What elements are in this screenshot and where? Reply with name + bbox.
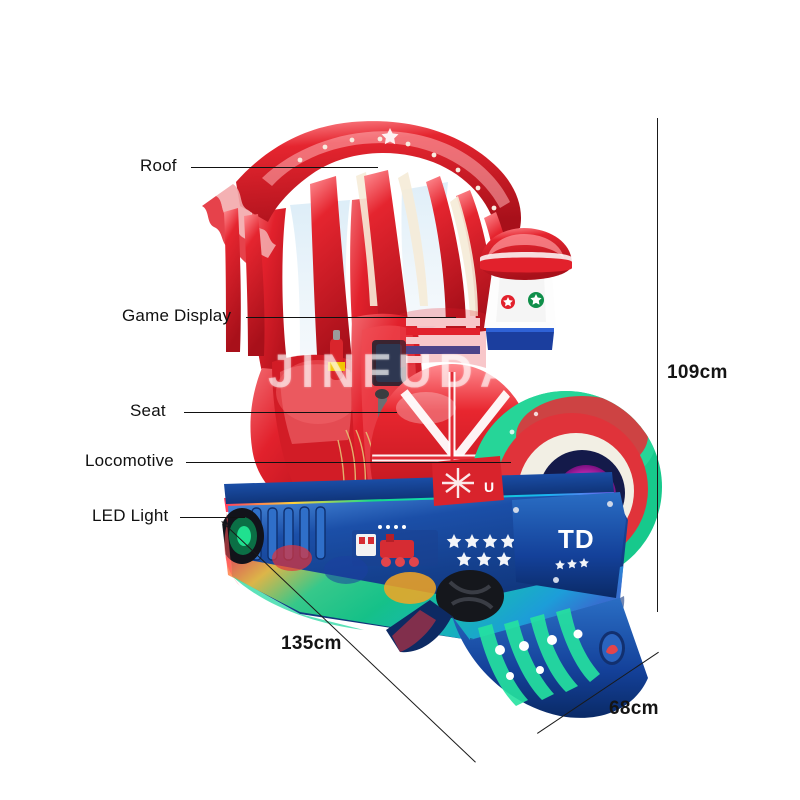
leader-line-seat (184, 412, 397, 413)
watermark-text: JINFUDA (268, 344, 521, 397)
chimney (480, 228, 572, 381)
locomotive-chassis: U TD (220, 456, 628, 640)
roof-canopy (202, 121, 522, 400)
seat-body (250, 330, 367, 512)
callout-label-seat: Seat (130, 401, 166, 420)
leader-line-locomotive (186, 462, 511, 463)
dimension-label-height: 109cm (667, 362, 728, 383)
callout-label-roof: Roof (140, 156, 177, 175)
dimension-line-width (537, 651, 659, 734)
dimension-line-height (657, 118, 658, 612)
callout-label-game-display: Game Display (122, 306, 232, 325)
leader-line-game-display (246, 317, 456, 318)
boiler-stripes (406, 318, 480, 363)
dimension-line-length (221, 521, 476, 763)
dimension-label-length: 135cm (281, 633, 342, 654)
boiler (370, 308, 534, 552)
train-decal (352, 525, 438, 567)
td-decal-text: TD (558, 524, 595, 554)
leader-line-roof (191, 167, 378, 168)
leader-line-led-light (180, 517, 245, 518)
svg-text:U: U (484, 479, 494, 495)
rear-skirt-led (224, 512, 364, 630)
dimension-label-width: 68cm (609, 698, 659, 719)
front-wheel (470, 391, 662, 583)
callout-label-locomotive: Locomotive (85, 451, 174, 470)
callout-label-led-light: LED Light (92, 506, 169, 525)
